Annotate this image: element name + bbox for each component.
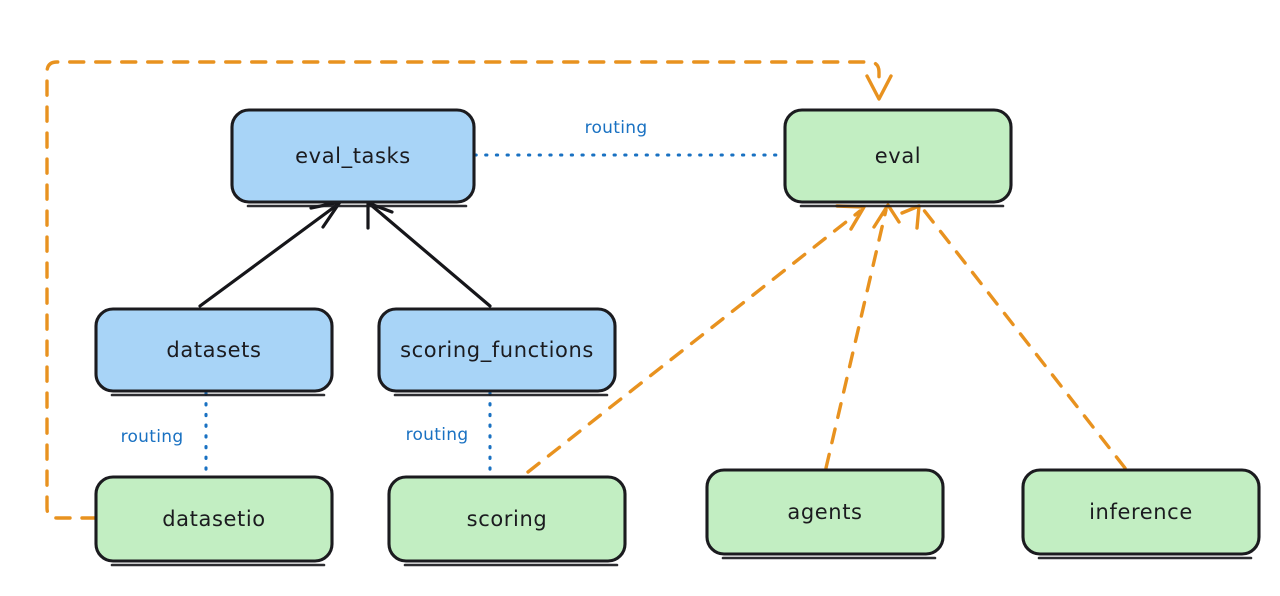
edge-datasetio-to-eval xyxy=(45,60,893,520)
edge-layer: routing routing routing xyxy=(45,60,1127,520)
node-eval-tasks[interactable]: eval_tasks xyxy=(230,108,476,208)
edge-scoring-functions-to-scoring: routing xyxy=(406,391,492,476)
node-scoring-functions-box[interactable] xyxy=(377,307,617,393)
node-scoring-functions[interactable]: scoring_functions xyxy=(377,307,617,397)
edge-scoring-functions-to-eval-tasks xyxy=(366,201,492,308)
node-inference[interactable]: inference xyxy=(1021,468,1261,560)
node-eval-tasks-label: eval_tasks xyxy=(295,144,411,169)
node-datasetio-box[interactable] xyxy=(94,475,334,563)
node-datasets[interactable]: datasets xyxy=(94,307,334,397)
node-scoring-label: scoring xyxy=(467,507,548,531)
node-inference-box[interactable] xyxy=(1021,468,1261,556)
node-inference-label: inference xyxy=(1089,500,1193,524)
node-scoring-functions-label: scoring_functions xyxy=(400,338,594,363)
node-eval-label: eval xyxy=(875,144,921,168)
edge-agents-to-eval xyxy=(824,203,901,470)
node-layer: eval_tasks eval datasets scoring_functio… xyxy=(94,108,1261,567)
node-eval-box[interactable] xyxy=(783,108,1013,204)
node-datasets-label: datasets xyxy=(166,338,261,362)
edge-label-routing-scoring-functions: routing xyxy=(406,425,469,445)
node-agents[interactable]: agents xyxy=(705,468,945,560)
node-datasetio-label: datasetio xyxy=(162,507,265,531)
edge-label-routing-datasets: routing xyxy=(121,427,184,447)
node-eval-tasks-box[interactable] xyxy=(230,108,476,204)
node-scoring-box[interactable] xyxy=(387,475,627,563)
node-agents-label: agents xyxy=(787,500,862,524)
node-agents-box[interactable] xyxy=(705,468,945,556)
node-eval[interactable]: eval xyxy=(783,108,1013,208)
node-scoring[interactable]: scoring xyxy=(387,475,627,567)
edge-datasets-to-eval-tasks xyxy=(198,200,342,308)
node-datasetio[interactable]: datasetio xyxy=(94,475,334,567)
node-datasets-box[interactable] xyxy=(94,307,334,393)
edge-eval-tasks-to-eval: routing xyxy=(473,118,786,157)
edge-datasets-to-datasetio: routing xyxy=(121,391,208,476)
edge-label-routing-top: routing xyxy=(585,118,648,138)
edge-inference-to-eval xyxy=(900,204,1127,470)
